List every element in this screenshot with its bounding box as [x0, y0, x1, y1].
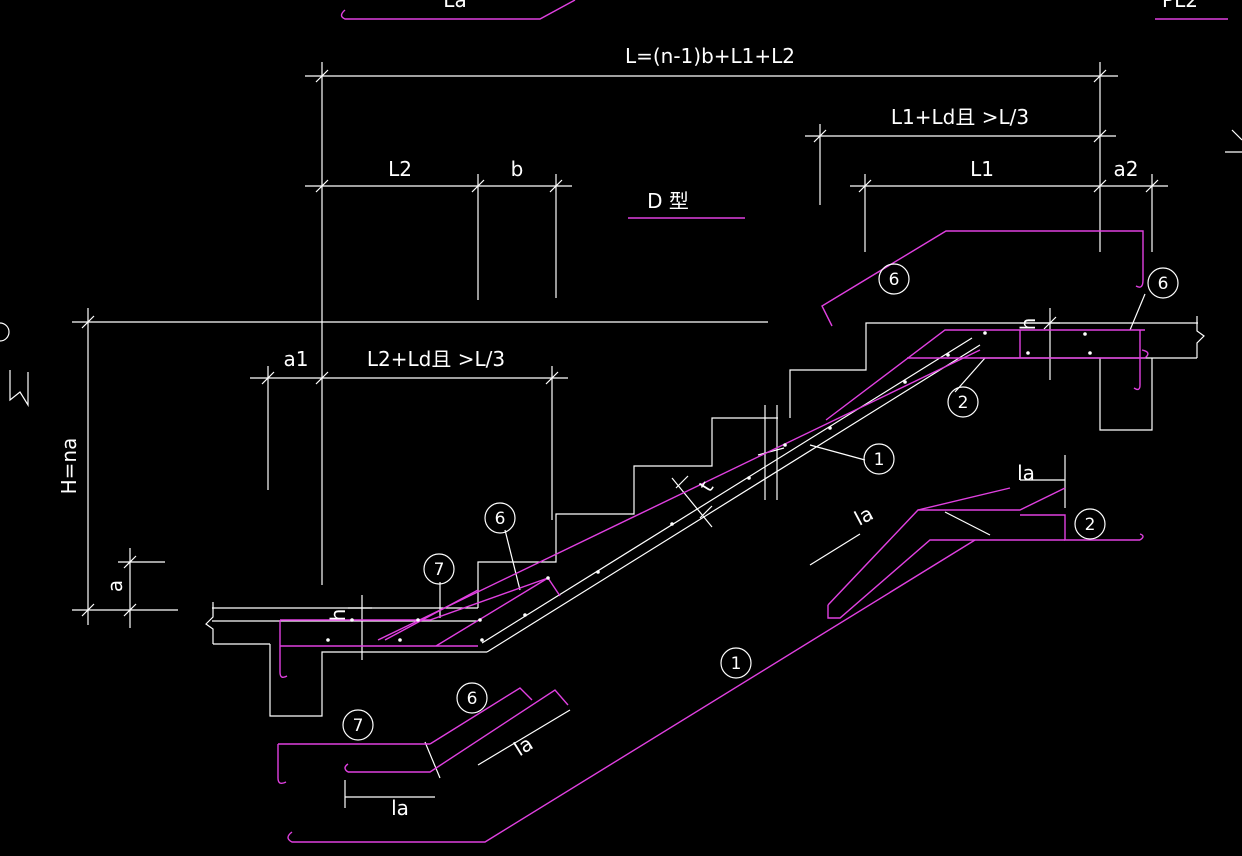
drawing-type-label: D 型	[647, 189, 689, 213]
rebar-lines	[277, 0, 1228, 843]
marker-6-detail: 6	[456, 682, 488, 714]
a-label: a	[103, 580, 127, 592]
marker-1-upper-label: 1	[874, 450, 885, 470]
structure-lines	[0, 62, 1242, 808]
a1-label: a1	[284, 347, 309, 371]
marker-5-upper-label: 6	[889, 270, 900, 290]
marker-7-detail-label: 7	[353, 716, 364, 736]
upper-anchor-label: L1+Ld且 >L/3	[891, 105, 1029, 129]
a2-label: a2	[1114, 157, 1139, 181]
marker-7-detail: 7	[342, 709, 374, 741]
top-left-fragment: La	[443, 0, 466, 12]
rebar-dots	[326, 331, 1092, 642]
marker-6-section-label: 6	[495, 509, 506, 529]
marker-5-right-label: 6	[1158, 274, 1169, 294]
total-length-label: L=(n-1)b+L1+L2	[625, 44, 795, 68]
la-label-right: la	[1017, 461, 1035, 485]
l1-label: L1	[970, 157, 994, 181]
marker-1-upper: 1	[863, 443, 895, 475]
b-label: b	[511, 157, 524, 181]
marker-5-right: 6	[1147, 267, 1179, 299]
marker-6-section: 6	[484, 502, 516, 534]
lower-anchor-label: L2+Ld且 >L/3	[367, 347, 505, 371]
marker-2-upper-label: 2	[958, 393, 969, 413]
marker-7-section: 7	[423, 553, 455, 585]
marker-7-section-label: 7	[434, 560, 445, 580]
dimension-labels: L=(n-1)b+L1+L2 L1+Ld且 >L/3 L1 a2 L2 b a1…	[57, 0, 1198, 820]
marker-2-upper: 2	[947, 386, 979, 418]
top-right-fragment: PL2	[1162, 0, 1198, 12]
marker-1-detail-label: 1	[731, 654, 742, 674]
marker-2-detail-label: 2	[1085, 515, 1096, 535]
marker-2-detail: 2	[1074, 508, 1106, 540]
height-label: H=na	[57, 438, 81, 495]
marker-1-detail: 1	[720, 647, 752, 679]
h-upper-label: h	[1016, 318, 1040, 331]
marker-5-upper: 6	[878, 263, 910, 295]
h-lower-label: h	[326, 609, 350, 622]
marker-6-detail-label: 6	[467, 689, 478, 709]
la-label-detail-bottom: la	[391, 796, 409, 820]
l2-label: L2	[388, 157, 412, 181]
